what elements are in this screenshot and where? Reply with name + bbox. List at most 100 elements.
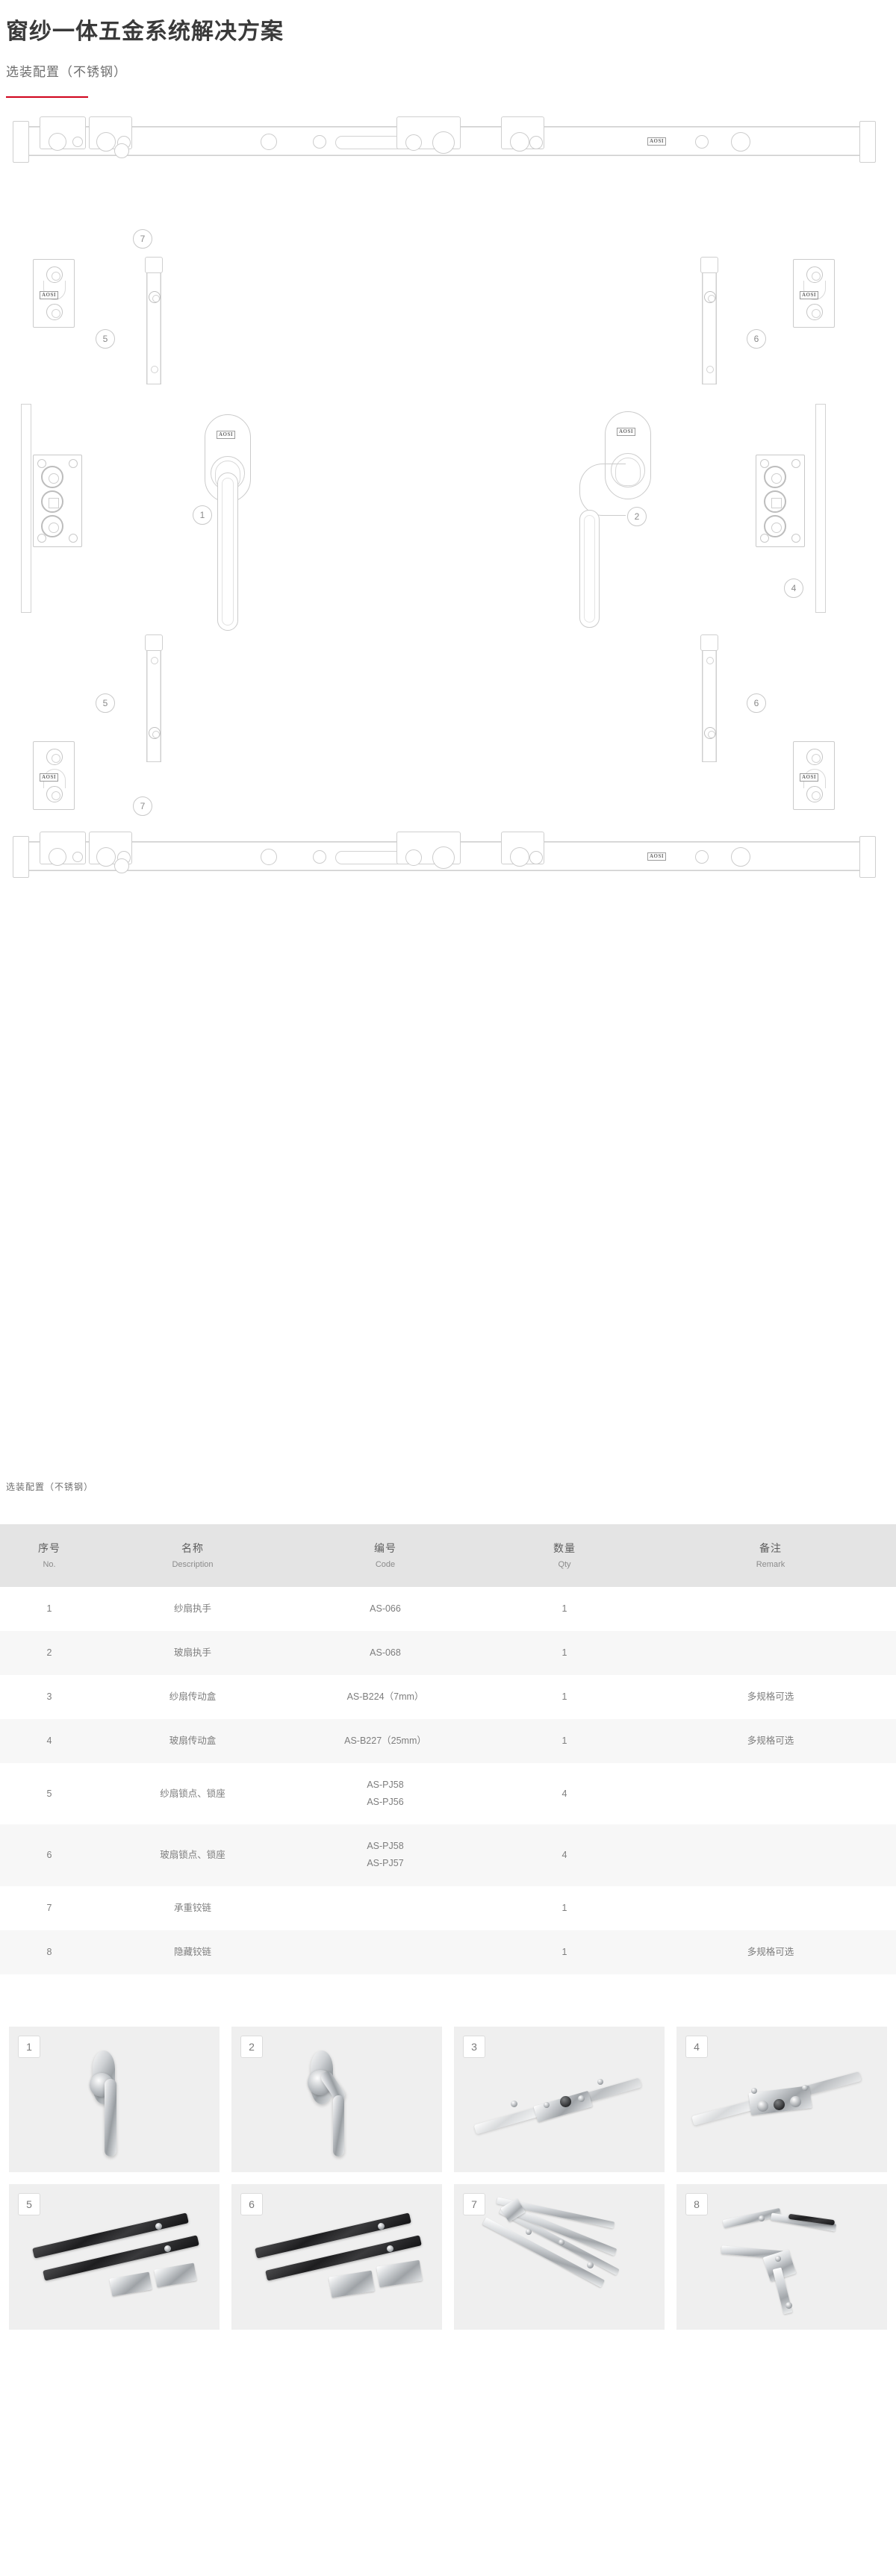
- brand-mark: AOSI: [617, 427, 636, 436]
- cell-desc: 纱扇锁点、锁座: [160, 1788, 225, 1799]
- gearbox-screw: [791, 533, 800, 543]
- product-photo-screen-handle: [9, 2027, 220, 2172]
- col-header-no-cn: 序号: [38, 1541, 60, 1554]
- table-row: 3 纱扇传动盒 AS-B224（7mm） 1 多规格可选: [0, 1674, 896, 1719]
- gearbox-screw: [69, 458, 78, 468]
- product-card[interactable]: 5: [9, 2183, 220, 2330]
- product-card[interactable]: 4: [676, 2026, 887, 2172]
- card-badge: 2: [240, 2035, 263, 2058]
- cell-code: AS-066: [370, 1603, 401, 1614]
- product-card[interactable]: 1: [9, 2026, 220, 2172]
- cell-qty: 4: [561, 1849, 567, 1860]
- cell-code: AS-PJ58 AS-PJ57: [367, 1841, 404, 1869]
- card-badge: 4: [685, 2035, 708, 2058]
- drive-gearbox-right: [756, 454, 805, 547]
- rod-cap: [145, 634, 163, 651]
- col-header-description-en: Description: [172, 1559, 214, 1569]
- col-header-code: 编号 Code: [287, 1524, 484, 1587]
- product-photo-load-bearing-hinge: [454, 2184, 665, 2330]
- page-subtitle: 选装配置（不锈钢）: [6, 64, 127, 79]
- rail-hole: [529, 850, 543, 864]
- rail-hole: [96, 846, 116, 867]
- cell-desc: 玻扇执手: [173, 1647, 211, 1658]
- product-card[interactable]: 2: [231, 2026, 442, 2172]
- col-header-description: 名称 Description: [99, 1524, 287, 1587]
- rod-stud: [704, 290, 716, 303]
- product-card[interactable]: 8: [676, 2183, 887, 2330]
- rail-hole: [72, 136, 83, 147]
- cell-qty: 4: [561, 1788, 567, 1799]
- lock-rod-upper-right: [700, 256, 718, 384]
- col-header-qty-en: Qty: [558, 1559, 571, 1569]
- cell-no: 8: [46, 1946, 52, 1957]
- cell-remark: 多规格可选: [747, 1946, 794, 1957]
- rail-hole: [261, 133, 277, 150]
- callout-2: 2: [627, 506, 647, 526]
- card-badge: 7: [463, 2192, 485, 2215]
- handle-lever-curve: [579, 463, 626, 516]
- keeper-hole: [46, 785, 63, 802]
- col-header-remark-cn: 备注: [759, 1541, 782, 1554]
- rod-pin: [706, 656, 714, 664]
- lock-rod-upper-left: [145, 256, 163, 384]
- section-label: 选装配置（不锈钢）: [6, 1481, 94, 1492]
- cell-no: 2: [46, 1647, 52, 1658]
- table-row: 5 纱扇锁点、锁座 AS-PJ58 AS-PJ56 4: [0, 1763, 896, 1825]
- gearbox-port: [764, 465, 786, 488]
- rail-hole: [695, 849, 709, 864]
- keeper-hole: [806, 303, 823, 320]
- rail-hole: [405, 134, 422, 151]
- lock-keeper-lower-right: AOSI: [793, 740, 835, 810]
- faceplate-right: [815, 403, 826, 613]
- rail-end-right: [859, 835, 876, 878]
- subtitle-block: 选装配置（不锈钢）: [6, 61, 896, 98]
- keeper-notch: [43, 280, 66, 300]
- product-photo-glass-handle: [231, 2027, 442, 2172]
- rail-end-right: [859, 120, 876, 163]
- spec-table: 序号 No. 名称 Description 编号 Code 数量 Qty 备注: [0, 1524, 896, 1974]
- callout-5-lower: 5: [96, 693, 115, 713]
- rail-end-left: [13, 120, 29, 163]
- cell-no: 1: [46, 1603, 52, 1614]
- cell-remark: [645, 1763, 896, 1824]
- keeper-hole: [806, 785, 823, 802]
- accent-rule: [6, 96, 88, 98]
- rod-stud: [149, 726, 161, 739]
- keeper-notch: [803, 280, 826, 300]
- rail-hole: [432, 846, 455, 869]
- cell-qty: 1: [561, 1735, 567, 1746]
- rail-hole: [510, 846, 529, 867]
- product-card[interactable]: 7: [454, 2183, 665, 2330]
- rail-hole: [261, 848, 277, 865]
- product-card[interactable]: 3: [454, 2026, 665, 2172]
- product-spec-page: 窗纱一体五金系统解决方案 选装配置（不锈钢）: [0, 19, 896, 2348]
- rail-hole: [731, 131, 750, 152]
- col-header-qty: 数量 Qty: [484, 1524, 645, 1587]
- card-badge: 3: [463, 2035, 485, 2058]
- product-gallery: 1 2 3: [0, 2026, 896, 2348]
- gearbox-port: [41, 465, 63, 488]
- col-header-remark: 备注 Remark: [645, 1524, 896, 1587]
- col-header-remark-en: Remark: [756, 1559, 785, 1569]
- cell-desc: 玻扇传动盒: [169, 1735, 217, 1746]
- col-header-code-en: Code: [375, 1559, 396, 1569]
- rod-cap: [145, 256, 163, 273]
- product-photo-screen-drive-box: [454, 2027, 665, 2172]
- callout-6-lower: 6: [747, 693, 766, 713]
- cell-desc: 隐藏铰链: [173, 1946, 211, 1957]
- rod-stud: [149, 290, 161, 303]
- spec-table-head: 序号 No. 名称 Description 编号 Code 数量 Qty 备注: [0, 1524, 896, 1587]
- handle-lever-stem: [579, 509, 600, 628]
- rail-hole: [49, 847, 66, 866]
- cell-remark: 多规格可选: [747, 1691, 794, 1702]
- cell-no: 5: [46, 1788, 52, 1799]
- rail-hole: [72, 851, 83, 862]
- rail-hole: [529, 135, 543, 149]
- product-card[interactable]: 6: [231, 2183, 442, 2330]
- table-row: 7 承重铰链 1: [0, 1886, 896, 1930]
- keeper-hole: [806, 748, 823, 765]
- callout-4: 4: [784, 578, 803, 598]
- callout-1: 1: [193, 505, 212, 525]
- card-badge: 8: [685, 2192, 708, 2215]
- rail-hole: [432, 131, 455, 154]
